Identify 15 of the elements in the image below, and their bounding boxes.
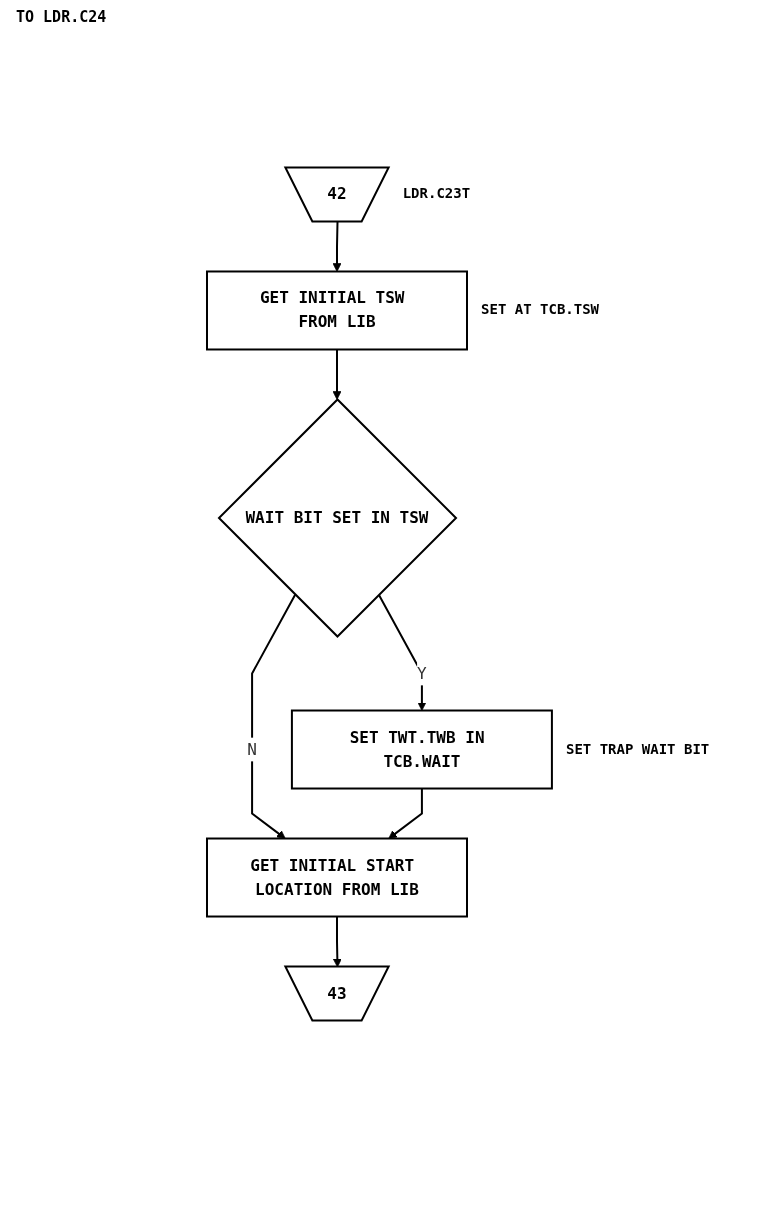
node-box: GET INITIAL TSW FROM LIB [206,270,469,351]
note-text: SET AT TCB.TSW [481,301,600,318]
note-text: TO LDR.C24 [16,8,108,26]
node-diamond: WAIT BIT SET IN TSW [217,398,458,638]
edge-label: Y [417,663,427,683]
arrow [388,787,423,839]
note-text: LDR.C23T [402,185,471,202]
arrow [251,593,297,839]
edge-label: N [247,739,257,759]
node-box: GET INITIAL START LOCATION FROM LIB [206,837,469,918]
arrow [332,348,342,400]
node-box: SET TWT.TWB IN TCB.WAIT [290,709,553,790]
note-text: SET TRAP WAIT BIT [565,740,710,757]
arrow [332,221,342,272]
arrow [377,593,427,711]
